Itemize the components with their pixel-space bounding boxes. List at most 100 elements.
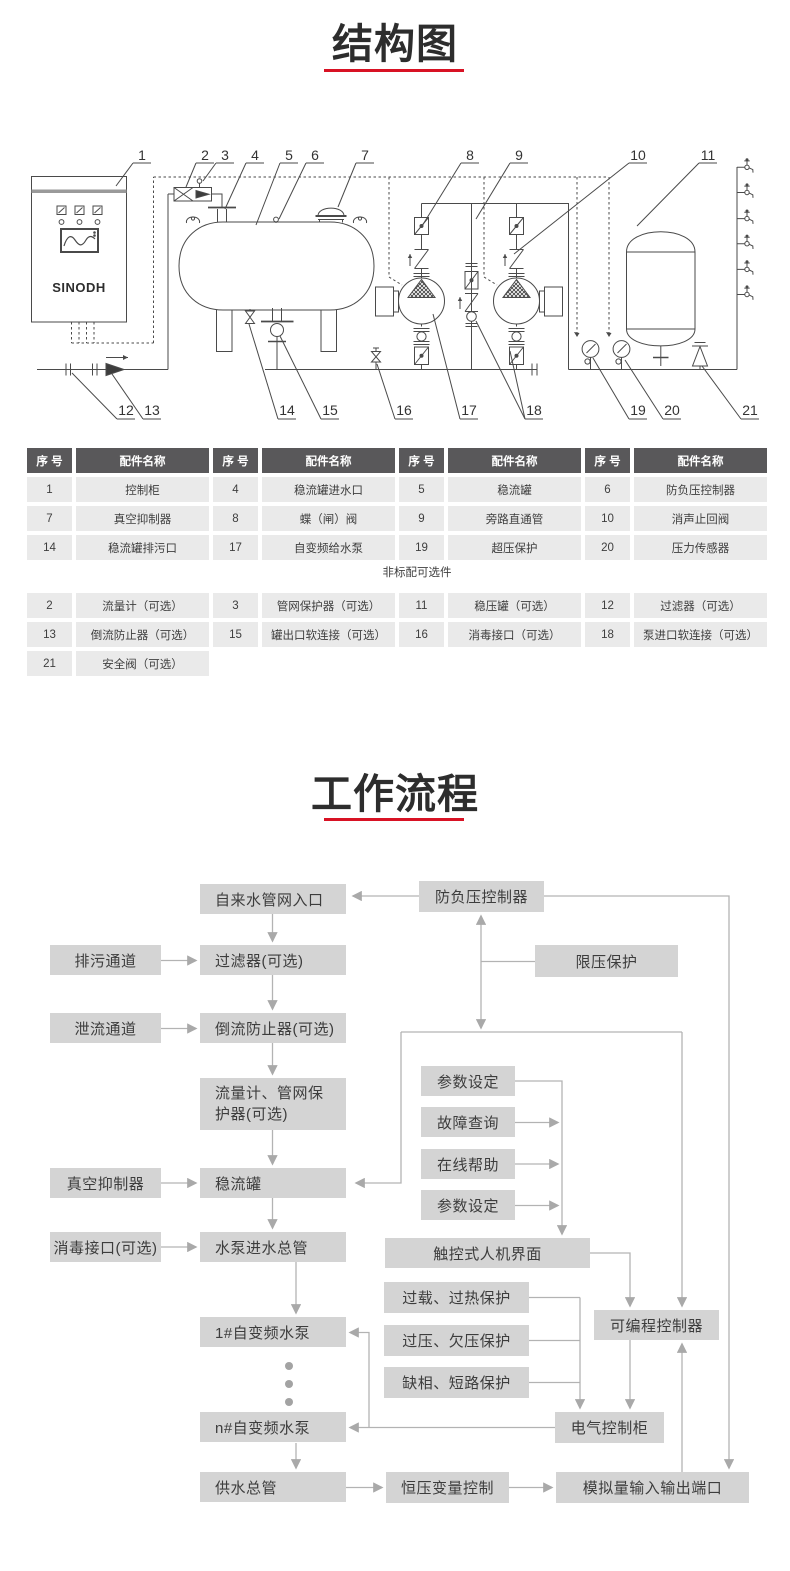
flow-node-pump-inlet-manifold: 水泵进水总管 bbox=[200, 1232, 346, 1262]
flow-node-pump-n: n#自变频水泵 bbox=[200, 1412, 346, 1442]
part-name: 安全阀（可选） bbox=[76, 651, 209, 676]
part-name: 过滤器（可选） bbox=[634, 593, 767, 618]
part-name: 管网保护器（可选） bbox=[262, 593, 395, 618]
part-name: 旁路直通管 bbox=[448, 506, 581, 531]
callout-numbers: 1 2 3 4 5 6 7 8 9 10 11 12 13 14 15 16 1… bbox=[52, 147, 758, 418]
flow-node-electric-control-cabinet: 电气控制柜 bbox=[555, 1412, 664, 1443]
svg-text:9: 9 bbox=[515, 147, 523, 163]
flow-node-plc: 可编程控制器 bbox=[594, 1310, 719, 1340]
part-num: 10 bbox=[585, 506, 630, 531]
svg-text:10: 10 bbox=[630, 147, 646, 163]
part-num: 4 bbox=[213, 477, 258, 502]
inlet-valve-assembly-symbol bbox=[168, 178, 236, 223]
part-name: 泵进口软连接（可选） bbox=[634, 622, 767, 647]
svg-text:7: 7 bbox=[361, 147, 369, 163]
part-name: 自变频给水泵 bbox=[262, 535, 395, 560]
flow-node-analog-io-port: 模拟量输入输出端口 bbox=[556, 1472, 749, 1503]
part-num: 6 bbox=[585, 477, 630, 502]
flow-node-relief-channel: 泄流通道 bbox=[50, 1013, 161, 1043]
pump-ellipsis-dots bbox=[285, 1362, 293, 1406]
col-header-name: 配件名称 bbox=[262, 448, 395, 473]
callout-leaders bbox=[71, 162, 759, 420]
flow-node-surge-tank: 稳流罐 bbox=[200, 1168, 346, 1198]
svg-text:21: 21 bbox=[742, 402, 758, 418]
part-name: 防负压控制器 bbox=[634, 477, 767, 502]
part-name: 倒流防止器（可选） bbox=[76, 622, 209, 647]
discharge-header-pipe bbox=[421, 167, 738, 370]
part-num: 5 bbox=[399, 477, 444, 502]
part-num: 14 bbox=[27, 535, 72, 560]
col-header-name: 配件名称 bbox=[76, 448, 209, 473]
part-name: 稳流罐 bbox=[448, 477, 581, 502]
col-header-name: 配件名称 bbox=[634, 448, 767, 473]
inlet-pipe-symbols bbox=[37, 194, 169, 377]
svg-text:2: 2 bbox=[201, 147, 209, 163]
bypass-pipe-symbol bbox=[457, 203, 479, 370]
flow-node-phase-loss-protection: 缺相、短路保护 bbox=[384, 1367, 529, 1398]
control-cabinet-symbol bbox=[31, 176, 154, 344]
flow-node-pressure-limit-protection: 限压保护 bbox=[535, 945, 678, 977]
flow-node-touch-hmi: 触控式人机界面 bbox=[385, 1238, 590, 1268]
flow-node-pump-1: 1#自变频水泵 bbox=[200, 1317, 346, 1347]
part-num: 13 bbox=[27, 622, 72, 647]
equipment-schematic: 1 2 3 4 5 6 7 8 9 10 11 12 13 14 15 16 1… bbox=[31, 147, 759, 420]
svg-text:3: 3 bbox=[221, 147, 229, 163]
safety-valve-symbol bbox=[691, 342, 709, 370]
part-num: 7 bbox=[27, 506, 72, 531]
part-num: 19 bbox=[399, 535, 444, 560]
svg-text:11: 11 bbox=[701, 147, 716, 163]
part-num: 20 bbox=[585, 535, 630, 560]
flow-node-water-main-inlet: 自来水管网入口 bbox=[200, 884, 346, 914]
svg-text:8: 8 bbox=[466, 147, 474, 163]
svg-text:20: 20 bbox=[664, 402, 680, 418]
svg-text:17: 17 bbox=[461, 402, 477, 418]
part-num: 2 bbox=[27, 593, 72, 618]
flow-node-parameter-setting-2: 参数设定 bbox=[421, 1190, 515, 1220]
flow-node-parameter-setting-1: 参数设定 bbox=[421, 1066, 515, 1096]
part-num: 8 bbox=[213, 506, 258, 531]
svg-text:13: 13 bbox=[144, 402, 160, 418]
flow-node-overvoltage-protection: 过压、欠压保护 bbox=[384, 1325, 529, 1356]
surge-tank-symbol bbox=[178, 207, 375, 370]
suction-header-pipe bbox=[265, 347, 538, 376]
flow-node-online-help: 在线帮助 bbox=[421, 1149, 515, 1179]
flowchart-connectors bbox=[161, 890, 735, 1493]
part-name: 稳流罐进水口 bbox=[262, 477, 395, 502]
part-name: 蝶（闸）阀 bbox=[262, 506, 395, 531]
flow-node-flowmeter-protector: 流量计、管网保护器(可选) bbox=[200, 1078, 346, 1130]
part-num: 9 bbox=[399, 506, 444, 531]
svg-text:4: 4 bbox=[251, 147, 259, 163]
pump-1-symbol bbox=[375, 203, 445, 370]
svg-text:12: 12 bbox=[118, 402, 134, 418]
part-num: 21 bbox=[27, 651, 72, 676]
part-name: 压力传感器 bbox=[634, 535, 767, 560]
part-num: 17 bbox=[213, 535, 258, 560]
flow-node-drain-channel: 排污通道 bbox=[50, 945, 161, 975]
part-name: 罐出口软连接（可选） bbox=[262, 622, 395, 647]
flow-node-backflow-preventer: 倒流防止器(可选) bbox=[200, 1013, 346, 1043]
flow-node-constant-pressure-control: 恒压变量控制 bbox=[386, 1472, 509, 1503]
part-num: 1 bbox=[27, 477, 72, 502]
flow-node-disinfect-port: 消毒接口(可选) bbox=[50, 1232, 161, 1262]
part-num: 12 bbox=[585, 593, 630, 618]
svg-text:1: 1 bbox=[138, 147, 146, 163]
svg-text:16: 16 bbox=[396, 402, 412, 418]
pressure-tank-symbol bbox=[626, 231, 696, 366]
col-header-name: 配件名称 bbox=[448, 448, 581, 473]
flow-node-overload-protection: 过载、过热保护 bbox=[384, 1282, 529, 1313]
part-name: 超压保护 bbox=[448, 535, 581, 560]
faucet-symbols bbox=[737, 158, 754, 300]
part-name: 控制柜 bbox=[76, 477, 209, 502]
flow-node-filter: 过滤器(可选) bbox=[200, 945, 346, 975]
workflow-title-underline bbox=[324, 818, 464, 821]
flow-node-fault-query: 故障查询 bbox=[421, 1107, 515, 1137]
structure-section-title: 结构图 bbox=[332, 21, 458, 67]
part-num: 3 bbox=[213, 593, 258, 618]
flow-node-anti-negative-pressure-controller: 防负压控制器 bbox=[419, 881, 544, 912]
part-name: 消毒接口（可选） bbox=[448, 622, 581, 647]
part-num: 18 bbox=[585, 622, 630, 647]
part-name: 稳压罐（可选） bbox=[448, 593, 581, 618]
col-header-num: 序 号 bbox=[585, 448, 630, 473]
svg-text:15: 15 bbox=[322, 402, 338, 418]
